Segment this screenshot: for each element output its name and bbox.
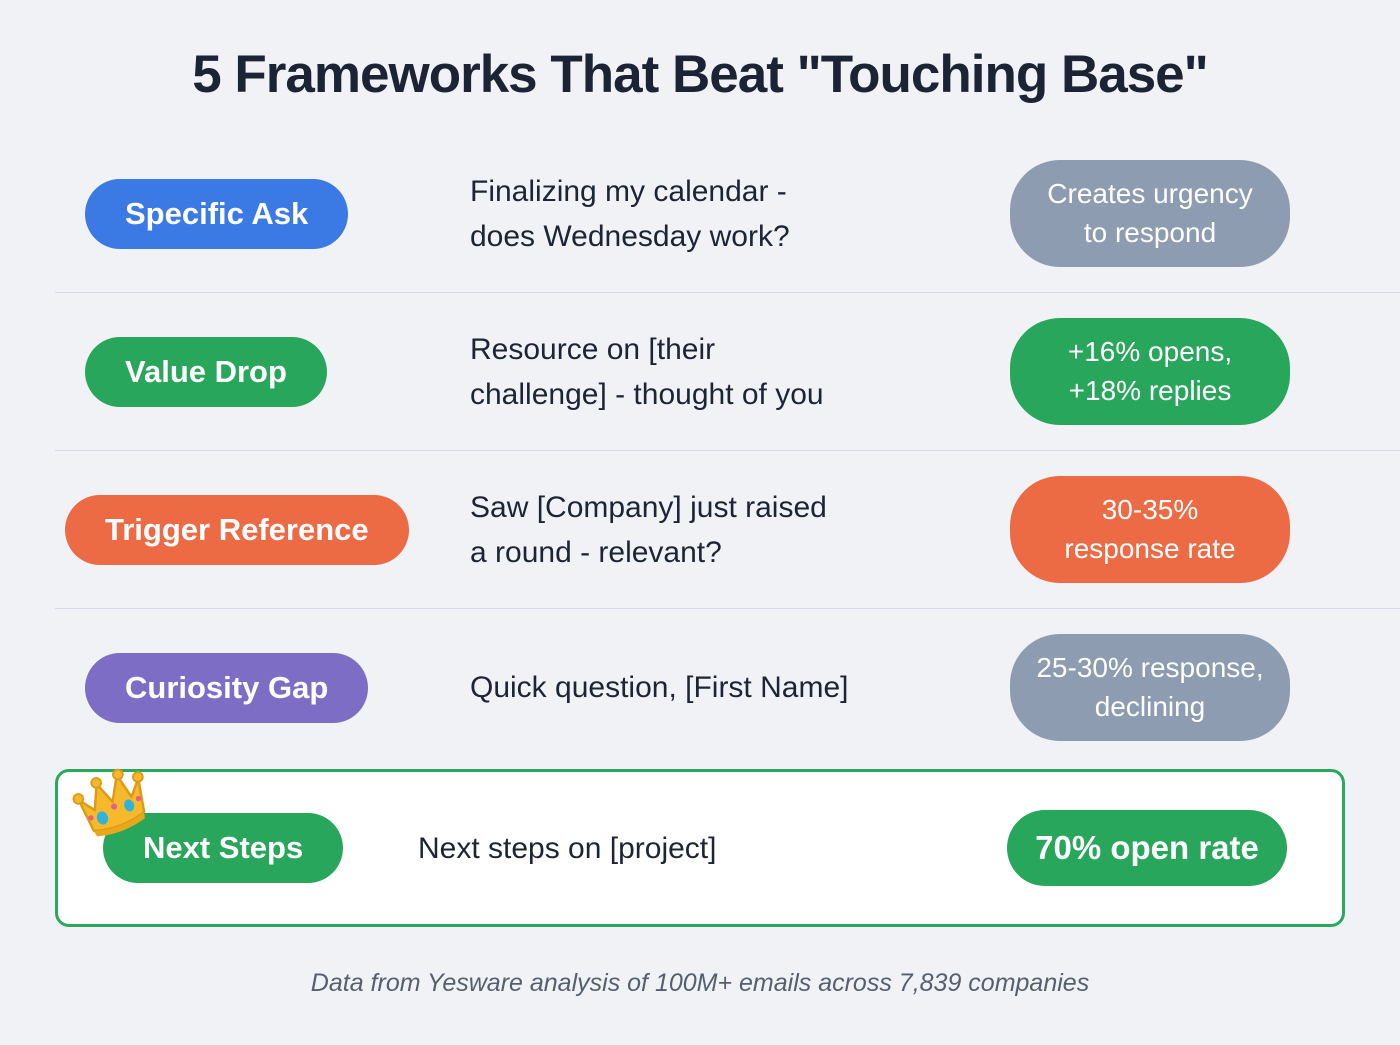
- framework-row-next-steps-highlighted: Next Steps Next steps on [project] 70% o…: [55, 768, 1345, 927]
- framework-cell: Curiosity Gap: [55, 652, 465, 723]
- example-cell: Next steps on [project]: [413, 826, 952, 871]
- framework-row-trigger-reference: Trigger Reference Saw [Company] just rai…: [0, 451, 1400, 608]
- example-text: Resource on [their challenge] - thought …: [470, 332, 824, 411]
- example-text: Saw [Company] just raised a round - rele…: [470, 490, 827, 569]
- framework-cell: Specific Ask: [55, 178, 465, 249]
- result-cell: +16% opens, +18% replies: [955, 317, 1345, 426]
- result-badge: 70% open rate: [1007, 810, 1287, 886]
- framework-row-value-drop: Value Drop Resource on [their challenge]…: [0, 293, 1400, 450]
- result-badge: 25-30% response, declining: [1010, 633, 1290, 742]
- example-cell: Saw [Company] just raised a round - rele…: [465, 485, 955, 575]
- result-badge: +16% opens, +18% replies: [1010, 317, 1290, 426]
- example-text: Next steps on [project]: [418, 831, 717, 865]
- example-cell: Quick question, [First Name]: [465, 665, 955, 710]
- page-title: 5 Frameworks That Beat "Touching Base": [192, 45, 1209, 104]
- framework-row-curiosity-gap: Curiosity Gap Quick question, [First Nam…: [0, 609, 1400, 766]
- framework-pill: Curiosity Gap: [85, 652, 369, 723]
- result-cell: 70% open rate: [952, 810, 1342, 886]
- framework-pill: Value Drop: [85, 336, 327, 407]
- framework-cell: Value Drop: [55, 336, 465, 407]
- frameworks-table: Specific Ask Finalizing my calendar - do…: [0, 135, 1400, 927]
- framework-cell: Trigger Reference: [55, 494, 465, 565]
- example-cell: Finalizing my calendar - does Wednesday …: [465, 169, 955, 259]
- example-text: Quick question, [First Name]: [470, 671, 849, 704]
- framework-pill: Trigger Reference: [65, 494, 409, 565]
- example-text: Finalizing my calendar - does Wednesday …: [470, 174, 790, 253]
- example-cell: Resource on [their challenge] - thought …: [465, 327, 955, 417]
- result-cell: 30-35% response rate: [955, 475, 1345, 584]
- row-divider: [55, 292, 1400, 293]
- framework-row-specific-ask: Specific Ask Finalizing my calendar - do…: [0, 135, 1400, 292]
- framework-cell: Next Steps: [58, 813, 413, 883]
- result-cell: Creates urgency to respond: [955, 159, 1345, 268]
- row-divider: [55, 450, 1400, 451]
- data-source-note: Data from Yesware analysis of 100M+ emai…: [310, 969, 1090, 997]
- row-divider: [55, 608, 1400, 609]
- result-badge: 30-35% response rate: [1010, 475, 1290, 584]
- result-cell: 25-30% response, declining: [955, 633, 1345, 742]
- framework-pill: Next Steps: [103, 813, 344, 883]
- framework-pill: Specific Ask: [85, 178, 349, 249]
- result-badge: Creates urgency to respond: [1010, 159, 1290, 268]
